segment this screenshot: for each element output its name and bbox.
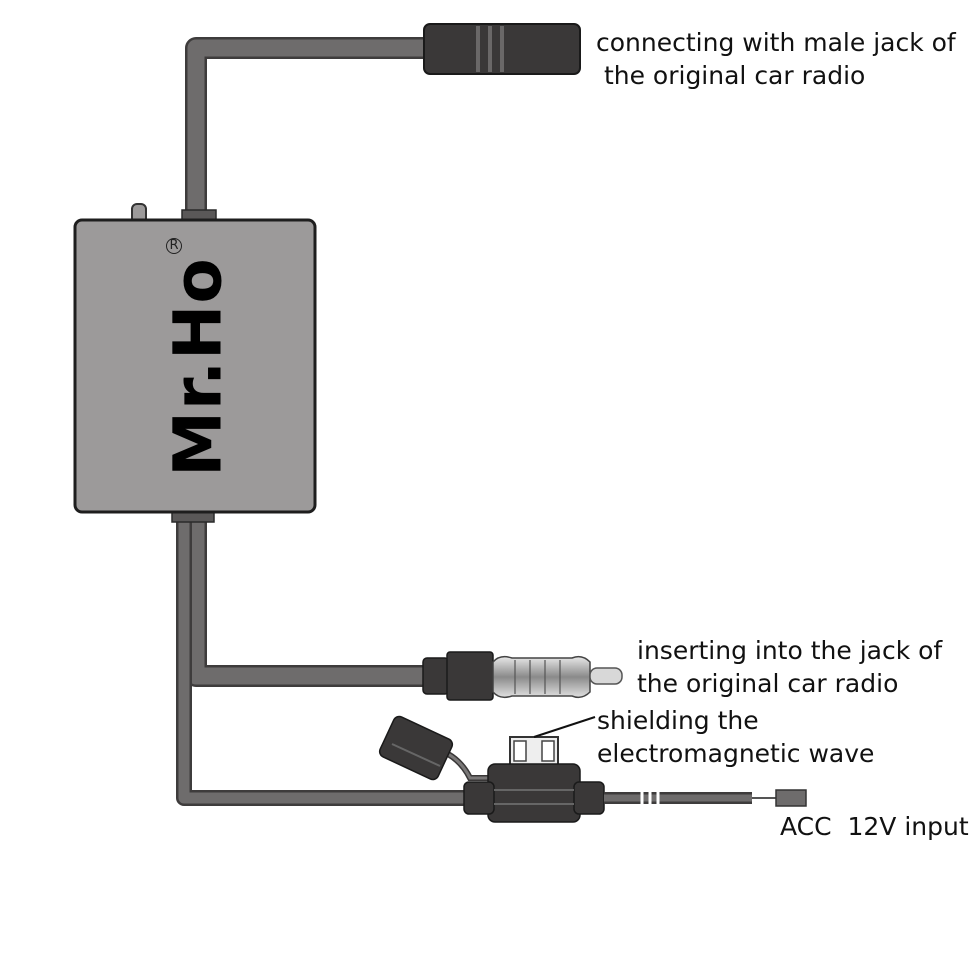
label-line: the original car radio (596, 61, 866, 90)
fuse-cap-label: shielding the electromagnetic wave (597, 704, 874, 770)
label-line: shielding the (597, 706, 759, 735)
brand-logo: Mr.Ho (159, 257, 237, 477)
label-line: inserting into the jack of (637, 636, 943, 665)
power-input-label: ACC 12V input (780, 812, 969, 841)
female-jack-label: connecting with male jack of the origina… (596, 26, 956, 92)
male-plug-label: inserting into the jack of the original … (637, 634, 942, 700)
blade-fuse (509, 716, 596, 768)
top-cable (185, 37, 432, 220)
registered-mark: R (166, 238, 182, 254)
bottom-cables (176, 515, 470, 806)
label-line: electromagnetic wave (597, 739, 875, 768)
fuse-holder (463, 763, 605, 823)
fuse-cap (378, 715, 488, 781)
label-line: the original car radio (637, 669, 899, 698)
female-jack-connector (423, 23, 581, 75)
label-line: connecting with male jack of (596, 28, 956, 57)
male-plug-connector (422, 651, 623, 701)
power-lead (604, 789, 807, 807)
adapter-box (73, 218, 317, 514)
